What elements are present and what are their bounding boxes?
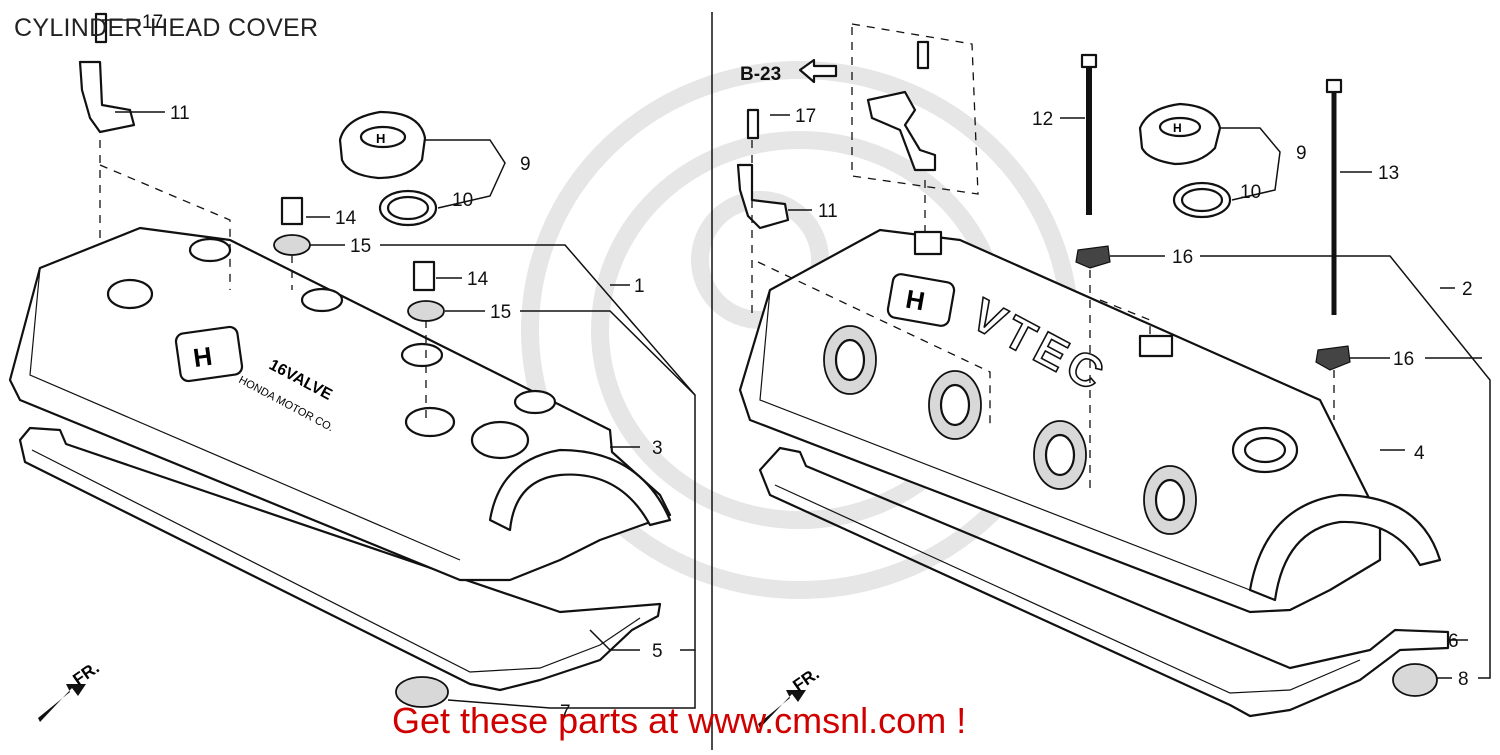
right-half-moon-seal [1248,493,1442,602]
callouts: 17 11 9 10 14 15 14 15 1 3 5 7 B-23 17 1… [142,12,1473,723]
callout-17-right: 17 [795,106,816,127]
left-half-moon-seal [488,448,672,532]
svg-text:H: H [1173,121,1182,135]
left-flange-bolt [94,12,108,44]
washer-15b [407,300,445,322]
callout-11-left: 11 [170,103,190,124]
harness-clip-group [851,23,979,195]
callout-10-left: 10 [452,190,473,211]
right-bracket [736,108,790,230]
right-oil-filler-cap: H [1138,102,1222,166]
callout-8: 8 [1458,669,1469,690]
long-bolt-13 [1325,78,1343,315]
callout-14-a: 14 [335,208,357,229]
callout-16-b: 16 [1393,349,1414,370]
reference-b23: B-23 [740,64,781,85]
grommet-16a [1075,245,1111,269]
right-assembly: H VTEC H [736,23,1491,728]
svg-text:H: H [191,341,214,373]
left-plug-seal [395,676,449,708]
right-flange-bolt [746,108,760,140]
page-title: CYLINDER HEAD COVER [14,14,319,42]
promo-link-text[interactable]: Get these parts at www.cmsnl.com ! [392,700,967,741]
callout-17-left: 17 [142,12,163,33]
callout-12: 12 [1032,109,1053,130]
callout-11-right: 11 [818,201,838,222]
callout-14-b: 14 [467,269,489,290]
left-cover-gasket [18,426,662,692]
cap-nut-14a [280,196,304,226]
grommet-16b [1315,345,1351,371]
callout-13: 13 [1378,163,1399,184]
callout-9-left: 9 [520,154,531,175]
left-bracket [78,12,136,134]
cap-nut-14b [412,260,436,292]
callout-3: 3 [652,438,663,459]
callout-10-right: 10 [1240,182,1261,203]
left-assembly: H 16VALVE HONDA MOTOR CO. H [8,12,696,722]
callout-6: 6 [1448,631,1459,652]
callout-16-a: 16 [1172,247,1193,268]
callout-7: 7 [560,702,571,723]
svg-text:H: H [376,131,385,146]
svg-text:H: H [903,284,927,317]
callout-9-right: 9 [1296,143,1307,164]
callout-15-a: 15 [350,236,371,257]
left-front-arrow: FR. [38,658,103,722]
right-honda-logo [886,273,956,327]
callout-5: 5 [652,641,663,662]
callout-15-b: 15 [490,302,511,323]
reference-arrow [798,58,838,84]
callout-1: 1 [634,276,645,297]
callout-4: 4 [1414,443,1425,464]
washer-15a [273,234,311,256]
long-bolt-12 [1080,53,1098,215]
left-honda-logo [174,325,244,383]
left-oil-filler-cap: H [338,110,427,180]
left-cylinder-head-cover [8,226,672,582]
callout-2: 2 [1462,279,1473,300]
right-plug-seal [1392,663,1438,697]
